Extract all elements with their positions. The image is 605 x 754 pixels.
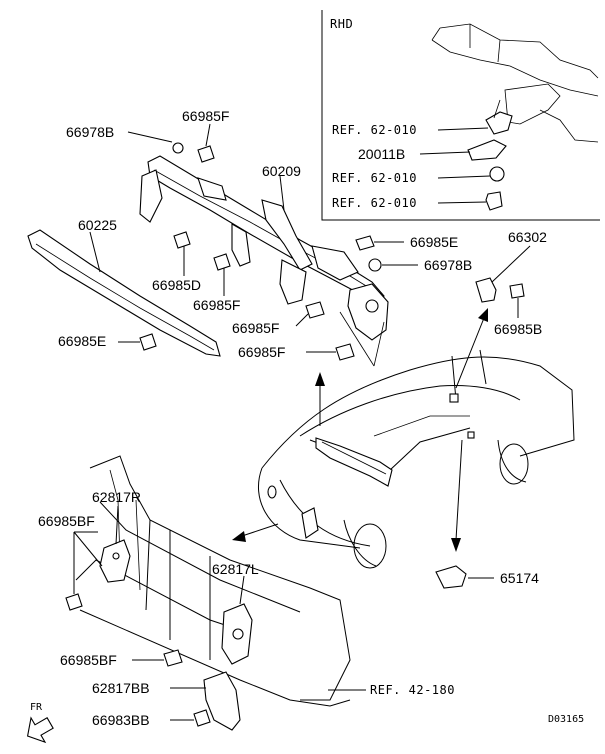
inset-ref-top: REF. 62-010 — [332, 123, 417, 137]
label-66985E-right: 66985E — [410, 234, 458, 250]
label-66302: 66302 — [508, 229, 547, 245]
inset-ref-mid: REF. 62-010 — [332, 171, 417, 185]
front-arrow-icon — [26, 716, 54, 744]
radiator-support: 62817R 66985BF 62817L 66985BF 62817BB RE… — [38, 455, 455, 731]
label-66983BB: 66983BB — [92, 712, 150, 728]
bolt-66985B — [509, 283, 525, 299]
label-62817BB: 62817BB — [92, 680, 150, 696]
label-66978B-right: 66978B — [424, 257, 472, 273]
label-66985F-mid: 66985F — [193, 297, 240, 313]
label-60209: 60209 — [262, 163, 301, 179]
label-66985BF-bottom: 66985BF — [60, 652, 117, 668]
drawing-code: D03165 — [548, 714, 584, 725]
clip-66985E-left — [139, 333, 157, 351]
inset-title: RHD — [330, 17, 353, 31]
vehicle-body — [232, 308, 575, 569]
footer: FR D03165 — [26, 702, 584, 744]
fasteners-top: 66978B 66985F 66985E 66978B 66985D 66985… — [58, 108, 547, 367]
label-60225: 60225 — [78, 217, 117, 233]
label-66985E-left: 66985E — [58, 333, 106, 349]
label-66978B-top: 66978B — [66, 124, 114, 140]
label-62817R: 62817R — [92, 489, 141, 505]
label-66985B: 66985B — [494, 321, 542, 337]
clip-66978B-right — [368, 258, 382, 272]
bolt-66985F-center — [305, 301, 325, 319]
fr-label: FR — [30, 702, 43, 713]
rhd-inset: RHD REF. 62-010 20011B REF. 62-010 REF. … — [321, 10, 600, 221]
label-65174: 65174 — [500, 570, 539, 586]
clip-66978B-top — [172, 142, 184, 154]
bolt-66985F-low — [335, 343, 355, 361]
bolt-66985F-top — [197, 145, 215, 163]
bracket-66302 — [475, 277, 497, 303]
part-65174: 65174 — [435, 565, 539, 589]
label-66985D: 66985D — [152, 277, 201, 293]
bolt-66985E-right — [355, 235, 375, 251]
reinforcement-60209: 60209 — [139, 155, 389, 341]
bar-60225: 60225 — [27, 217, 221, 357]
bolt-66985F-mid — [213, 253, 231, 271]
label-62817L: 62817L — [212, 561, 259, 577]
label-66985F-top: 66985F — [182, 108, 229, 124]
bolt-66985D — [173, 231, 191, 249]
label-66985BF-top: 66985BF — [38, 513, 95, 529]
inset-part-20011B: 20011B — [358, 146, 405, 162]
label-66985F-center: 66985F — [232, 320, 279, 336]
label-ref-42-180: REF. 42-180 — [370, 683, 455, 697]
label-66985F-low: 66985F — [238, 344, 285, 360]
inset-ref-bottom: REF. 62-010 — [332, 196, 417, 210]
